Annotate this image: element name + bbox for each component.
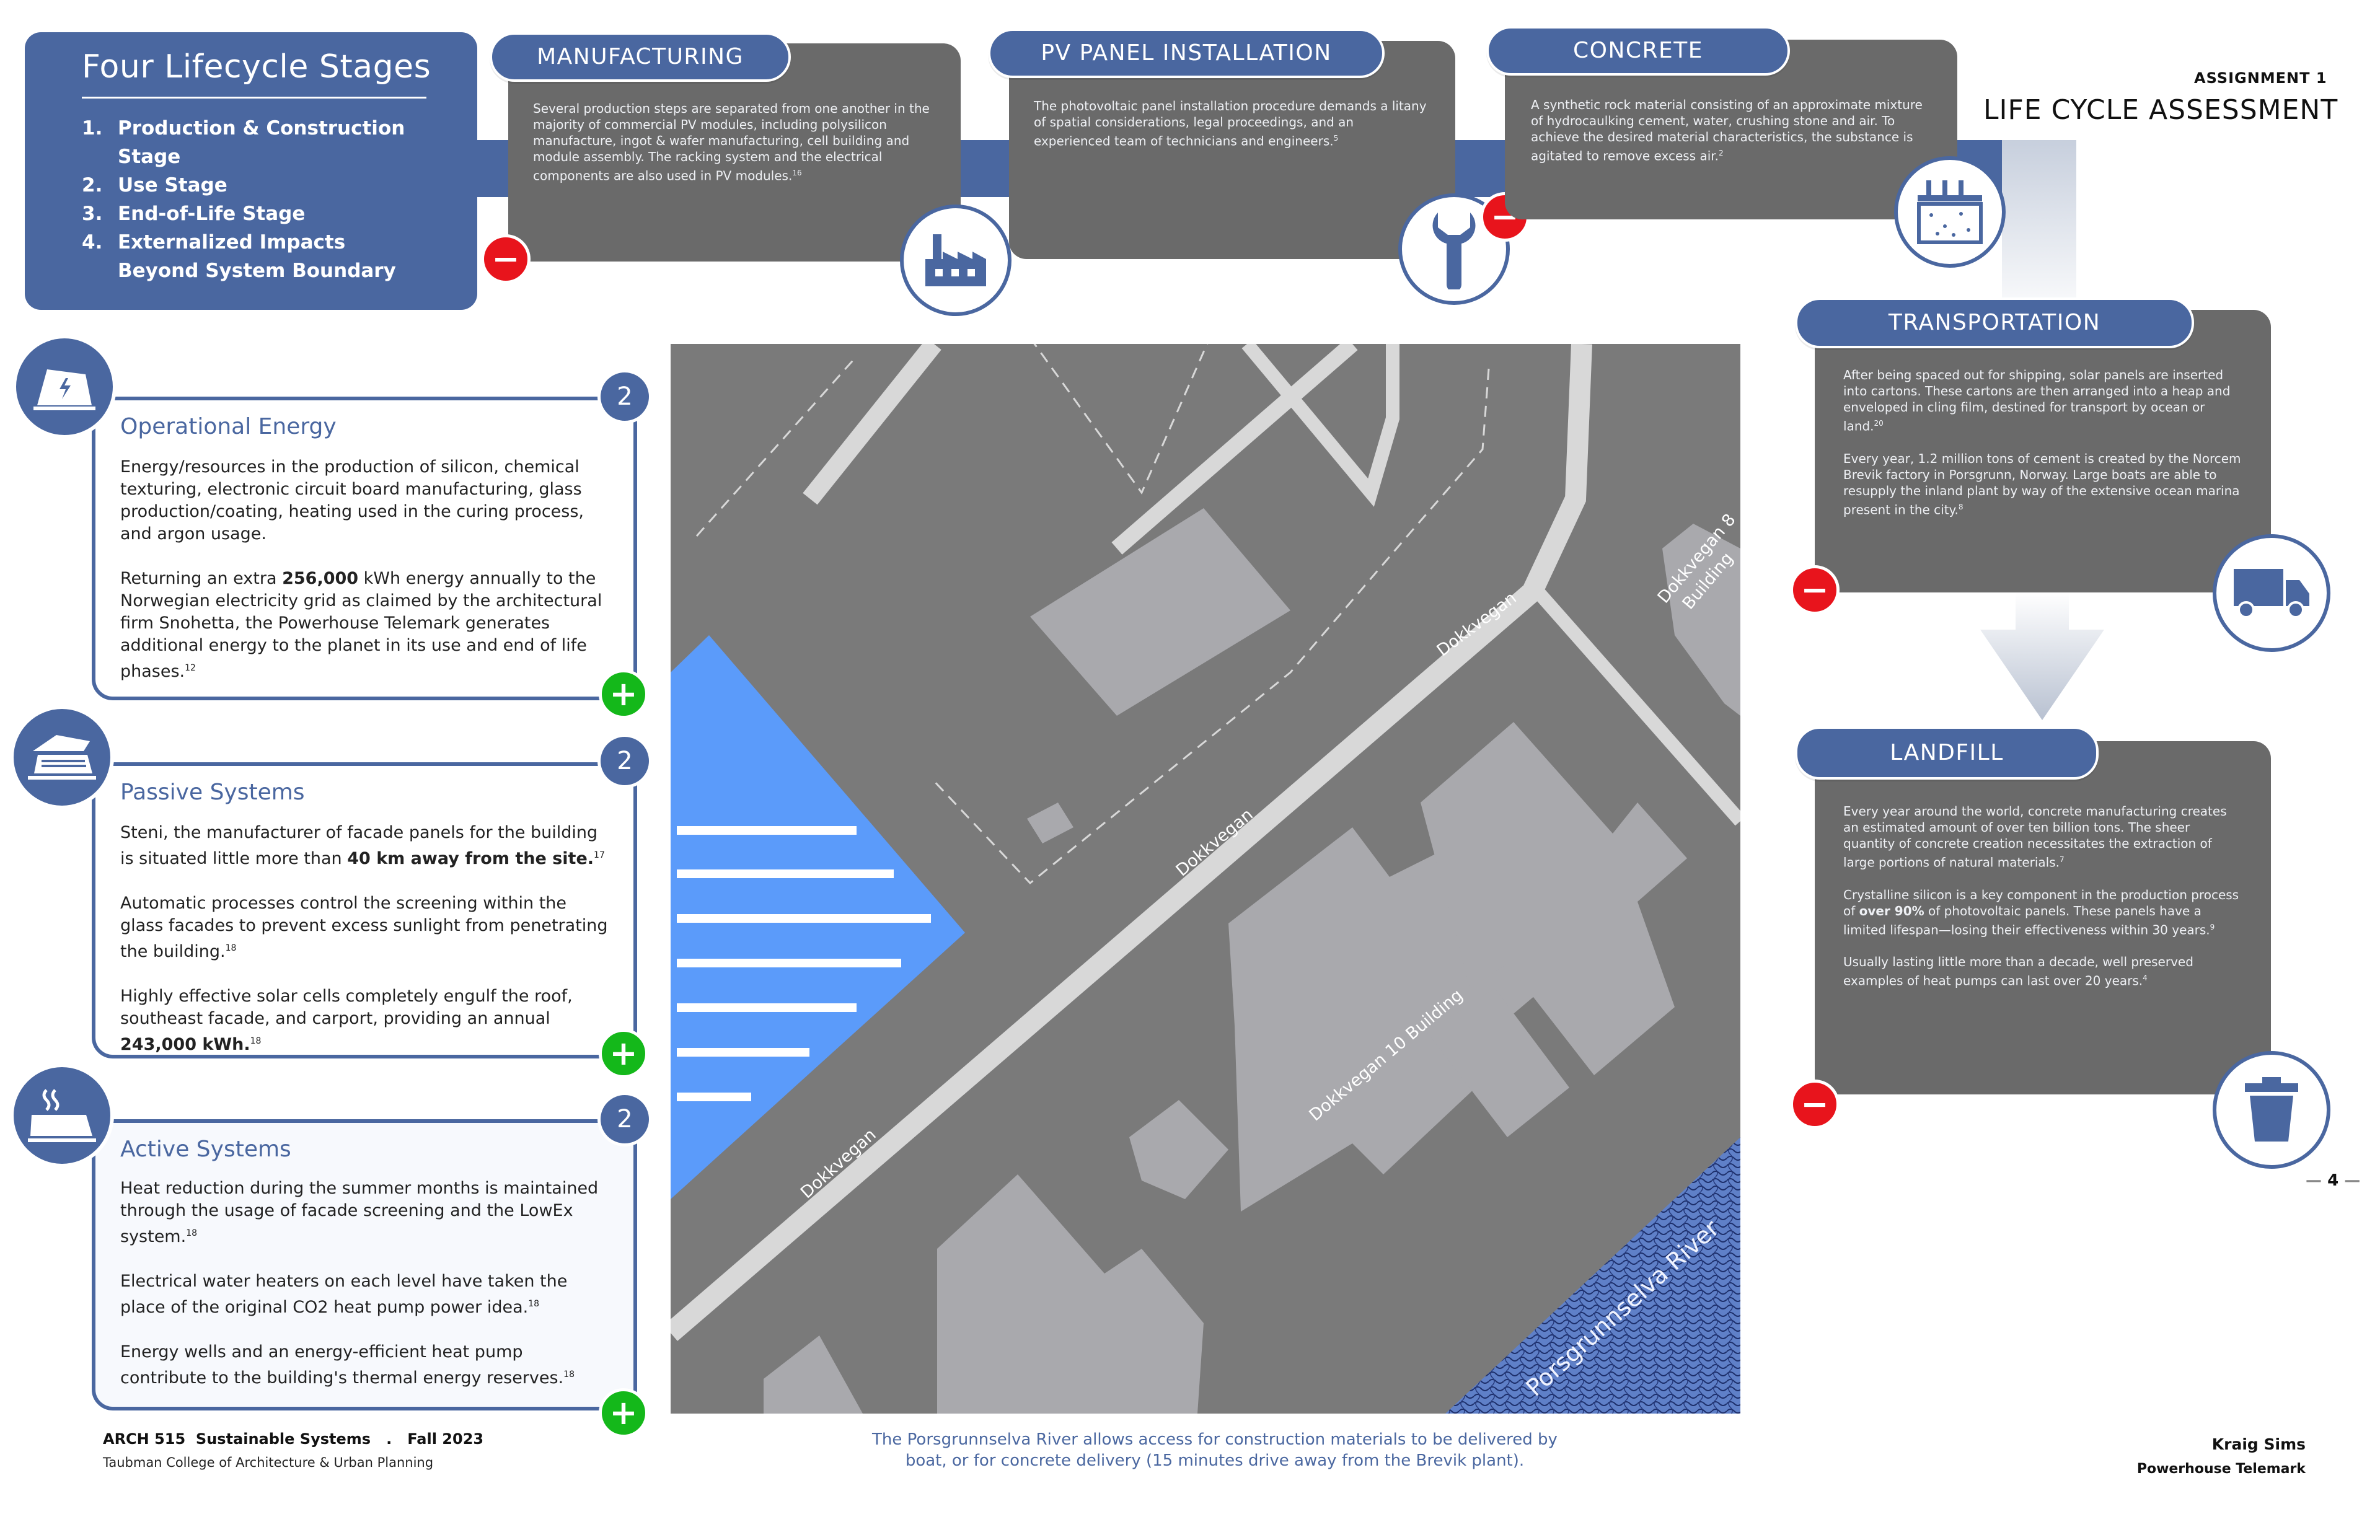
operational-energy-title: Operational Energy xyxy=(120,414,337,439)
passive-systems-icon-circle xyxy=(10,705,114,809)
active-systems-text: Heat reduction during the summer months … xyxy=(120,1179,599,1388)
passive-systems-text: Steni, the manufacturer of facade panels… xyxy=(120,823,608,1054)
map-building xyxy=(1427,988,1569,1137)
map-building xyxy=(1129,1100,1228,1199)
stage-item: 1.Production & Construction Stage xyxy=(82,117,405,168)
map-road xyxy=(671,344,1592,1341)
school-label: Taubman College of Architecture & Urban … xyxy=(103,1455,434,1470)
page-number: — 4 — xyxy=(2306,1171,2361,1190)
site-map: Dokkvegan Dokkvegan Dokkvegan Dokkvegan … xyxy=(671,344,1740,1414)
site-boundary xyxy=(695,344,1490,885)
passive-systems-title: Passive Systems xyxy=(120,780,305,805)
flow-arrow-down xyxy=(1980,592,2104,720)
passive-systems-card: Passive Systems Steni, the manufacturer … xyxy=(92,762,637,1058)
landfill-icon-circle xyxy=(2213,1051,2330,1169)
passive-systems-positive-icon: + xyxy=(599,1029,648,1078)
manufacturing-negative-icon: − xyxy=(481,234,531,284)
transportation-text-2: Every year, 1.2 million tons of cement i… xyxy=(1843,451,2241,517)
concrete-title: CONCRETE xyxy=(1486,26,1790,76)
operational-energy-card: Operational Energy Energy/resources in t… xyxy=(92,397,637,700)
truck-icon xyxy=(2234,569,2309,618)
active-systems-card: Active Systems Heat reduction during the… xyxy=(92,1119,637,1410)
map-road xyxy=(1241,344,1399,507)
heat-building-icon xyxy=(28,1089,96,1142)
active-systems-icon-circle xyxy=(10,1063,114,1168)
transportation-text-1: After being spaced out for shipping, sol… xyxy=(1843,367,2231,434)
concrete-text: A synthetic rock material consisting of … xyxy=(1531,97,1923,164)
operational-energy-icon-circle xyxy=(12,335,117,439)
power-building-icon xyxy=(33,369,95,410)
map-building xyxy=(937,1174,1204,1414)
map-road xyxy=(803,344,941,505)
map-road xyxy=(1530,584,1740,826)
map-road xyxy=(1111,344,1358,555)
page-title: LIFE CYCLE ASSESSMENT xyxy=(1983,94,2338,126)
lifecycle-stages-title: Four Lifecycle Stages xyxy=(82,48,431,86)
landfill-text-1: Every year around the world, concrete ma… xyxy=(1843,804,2227,870)
map-caption: The Porsgrunnselva River allows access f… xyxy=(872,1430,1558,1470)
map-building xyxy=(1027,803,1073,843)
active-systems-positive-icon: + xyxy=(599,1388,648,1438)
project-label: Powerhouse Telemark xyxy=(2136,1461,2306,1477)
landfill-text-2: Crystalline silicon is a key component i… xyxy=(1843,887,2239,938)
map-building xyxy=(764,1335,863,1414)
installation-title: PV PANEL INSTALLATION xyxy=(988,29,1385,78)
landfill-card: Every year around the world, concrete ma… xyxy=(1815,741,2271,1094)
stage-item: 3.End-of-Life Stage xyxy=(82,203,306,225)
transportation-icon-circle xyxy=(2213,534,2330,652)
transportation-negative-icon: − xyxy=(1790,565,1840,615)
passive-systems-badge: 2 xyxy=(597,734,652,788)
porsgrunnselva-river xyxy=(1445,1137,1740,1414)
landfill-negative-icon: − xyxy=(1790,1080,1840,1129)
stage-item: 2.Use Stage xyxy=(82,174,227,196)
concrete-icon-circle xyxy=(1894,156,2006,268)
operational-energy-positive-icon: + xyxy=(599,669,648,719)
factory-icon xyxy=(925,234,986,286)
lifecycle-stages-box: Four Lifecycle Stages 1.Production & Con… xyxy=(25,32,477,310)
lifecycle-stages-list: 1.Production & Construction Stage 2.Use … xyxy=(82,114,409,285)
active-systems-title: Active Systems xyxy=(120,1137,291,1162)
operational-energy-text: Energy/resources in the production of si… xyxy=(120,457,602,681)
wrench-icon xyxy=(1432,213,1476,289)
assignment-label: ASSIGNMENT 1 xyxy=(2194,69,2327,87)
author-label: Kraig Sims xyxy=(2211,1435,2306,1453)
operational-energy-badge: 2 xyxy=(597,369,652,424)
map-building xyxy=(1030,508,1290,716)
parking-stripes xyxy=(677,826,931,1101)
manufacturing-text: Several production steps are separated f… xyxy=(533,101,930,183)
building-shade-icon xyxy=(28,735,96,780)
course-label: ARCH 515 Sustainable Systems . Fall 2023 xyxy=(103,1430,484,1448)
manufacturing-icon-circle xyxy=(900,205,1011,316)
map-building xyxy=(1421,722,1687,1075)
stage-item: 4.Externalized Impacts Beyond System Bou… xyxy=(82,231,396,282)
landfill-title: LANDFILL xyxy=(1795,726,2099,780)
title-underline xyxy=(82,97,426,99)
stage-connector-fade xyxy=(2002,140,2076,326)
active-systems-badge: 2 xyxy=(597,1092,652,1146)
concrete-plant-icon xyxy=(1917,180,1983,244)
manufacturing-title: MANUFACTURING xyxy=(490,32,791,82)
transportation-title: TRANSPORTATION xyxy=(1795,297,2194,348)
transportation-card: After being spaced out for shipping, sol… xyxy=(1815,310,2271,592)
map-building-dokkvegan-8 xyxy=(1662,524,1740,716)
trash-can-icon xyxy=(2245,1077,2298,1142)
site-map-drawing: Dokkvegan Dokkvegan Dokkvegan Dokkvegan … xyxy=(671,344,1740,1414)
landfill-text-3: Usually lasting little more than a decad… xyxy=(1843,954,2193,988)
installation-text: The photovoltaic panel installation proc… xyxy=(1034,99,1427,149)
